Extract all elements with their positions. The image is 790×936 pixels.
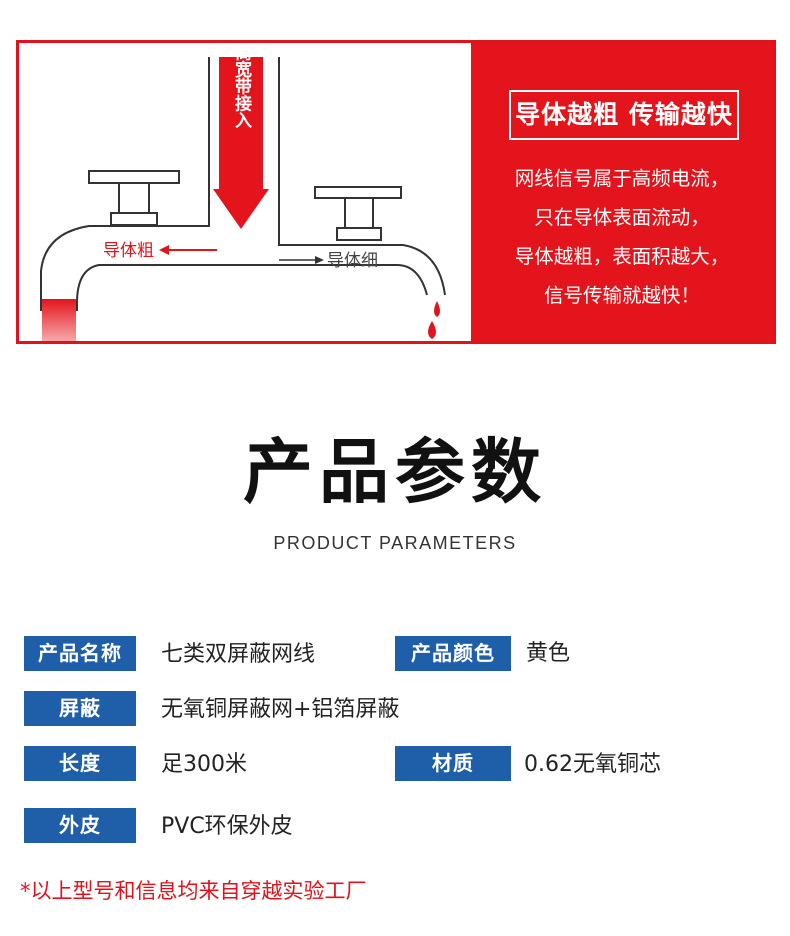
param-label-name: 产品名称 <box>24 636 136 671</box>
param-label-color: 产品颜色 <box>395 636 511 671</box>
arrow-label: 运营商宽带接入 <box>231 43 252 129</box>
left-water-flow <box>42 299 76 341</box>
section-title: 产品参数 <box>243 431 547 513</box>
panel-text: 网线信号属于高频电流， 只在导体表面流动， 导体越粗，表面积越大， 信号传输就越… <box>471 159 773 315</box>
left-faucet-handle <box>88 170 180 226</box>
panel-line: 导体越粗，表面积越大， <box>514 245 730 268</box>
param-label-jacket: 外皮 <box>24 808 136 843</box>
panel-line: 只在导体表面流动， <box>534 206 710 229</box>
right-faucet-handle <box>314 186 402 241</box>
panel-title: 导体越粗 传输越快 <box>509 90 739 140</box>
thick-label: 导体粗 <box>103 241 154 261</box>
param-label-material: 材质 <box>395 746 511 781</box>
param-value-material: 0.62无氧铜芯 <box>524 752 661 777</box>
param-value-length: 足300米 <box>161 752 247 777</box>
section-subtitle: PRODUCT PARAMETERS <box>273 533 517 553</box>
red-info-panel: 导体越粗 传输越快 网线信号属于高频电流， 只在导体表面流动， 导体越粗，表面积… <box>471 43 773 341</box>
footnote: *以上型号和信息均来自穿越实验工厂 <box>20 879 367 903</box>
param-label-shield: 屏蔽 <box>24 691 136 726</box>
panel-line: 信号传输就越快！ <box>543 284 700 307</box>
thin-arrow <box>279 256 324 264</box>
thick-arrow <box>159 245 217 255</box>
top-banner: 运营商宽带接入 导体粗 导体细 导体越粗 传输越快 网线信号属于高频电流， 只在… <box>16 40 776 344</box>
param-value-jacket: PVC环保外皮 <box>161 814 293 839</box>
panel-line: 网线信号属于高频电流， <box>514 167 730 190</box>
pipe-outline <box>40 57 446 311</box>
down-arrow <box>213 57 269 229</box>
param-value-color: 黄色 <box>526 641 571 666</box>
param-value-name: 七类双屏蔽网线 <box>161 642 316 667</box>
faucet-diagram: 运营商宽带接入 导体粗 导体细 <box>40 43 446 341</box>
param-label-length: 长度 <box>24 746 136 781</box>
param-value-shield: 无氧铜屏蔽网+铝箔屏蔽 <box>161 697 400 722</box>
water-drops <box>428 301 440 339</box>
thin-label: 导体细 <box>327 251 378 271</box>
